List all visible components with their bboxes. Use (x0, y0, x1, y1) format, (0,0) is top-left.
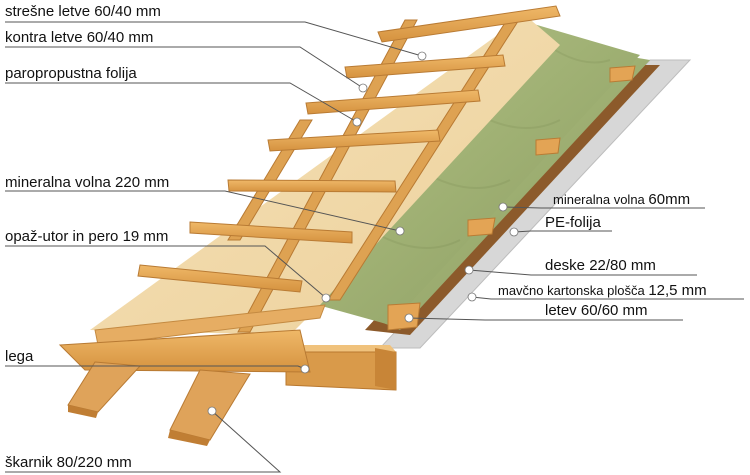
purlin (280, 345, 397, 391)
marker-paropropustna-folija (352, 117, 362, 127)
battens-60-60 (387, 65, 636, 331)
label-mineralna-volna-60-text: mineralna volna (553, 192, 645, 207)
label-deske: deske 22/80 mm (545, 257, 656, 274)
leader-mineralna-volna-60 (502, 206, 705, 209)
label-mavcno-value: 12,5 mm (648, 282, 707, 299)
marker-pe-folija (509, 227, 519, 237)
leader-skarnik (5, 410, 282, 473)
tongue-groove-boarding-edge (94, 304, 326, 346)
label-mineralna-volna-60-value: 60mm (648, 191, 691, 208)
leader-stresne-letve (5, 21, 423, 57)
marker-stresne-letve (417, 51, 427, 61)
leader-pe-folija (513, 230, 612, 233)
mineral-wool-220-layer (300, 20, 640, 325)
leader-mavcno (471, 296, 744, 300)
marker-deske (464, 265, 474, 275)
label-mavcno: mavčno kartonska plošča 12,5 mm (498, 282, 707, 299)
marker-letev (404, 313, 414, 323)
leader-paropropustna-folija (5, 82, 358, 123)
label-kontra-letve: kontra letve 60/40 mm (5, 29, 154, 46)
marker-kontra-letve (358, 83, 368, 93)
label-mineralna-volna-60: mineralna volna 60mm (553, 191, 690, 208)
marker-mineralna-volna-220 (395, 226, 405, 236)
leader-letev (408, 317, 683, 321)
leader-opaz-utor (5, 245, 327, 299)
roof-battens (137, 5, 561, 293)
marker-opaz-utor (321, 293, 331, 303)
leader-lines (5, 21, 744, 473)
label-mineralna-volna-220: mineralna volna 220 mm (5, 174, 170, 191)
marker-mavcno (467, 292, 477, 302)
eave-board (58, 329, 311, 373)
label-mavcno-text: mavčno kartonska plošča (498, 283, 645, 298)
label-letev: letev 60/60 mm (545, 302, 648, 319)
leader-mineralna-volna-220 (5, 190, 401, 232)
label-skarnik: škarnik 80/220 mm (5, 454, 132, 471)
marker-mineralna-volna-60 (498, 202, 508, 212)
label-paropropustna-folija: paropropustna folija (5, 65, 137, 82)
leader-kontra-letve (5, 46, 364, 89)
marker-lega (300, 364, 310, 374)
rafters (67, 361, 251, 441)
label-lega: lega (5, 348, 34, 365)
marker-dots (207, 51, 519, 416)
label-opaz-utor: opaž-utor in pero 19 mm (5, 228, 169, 245)
leader-deske (468, 269, 697, 276)
marker-skarnik (207, 406, 217, 416)
label-stresne-letve: strešne letve 60/40 mm (5, 3, 161, 20)
label-pe-folija: PE-folija (545, 214, 601, 231)
